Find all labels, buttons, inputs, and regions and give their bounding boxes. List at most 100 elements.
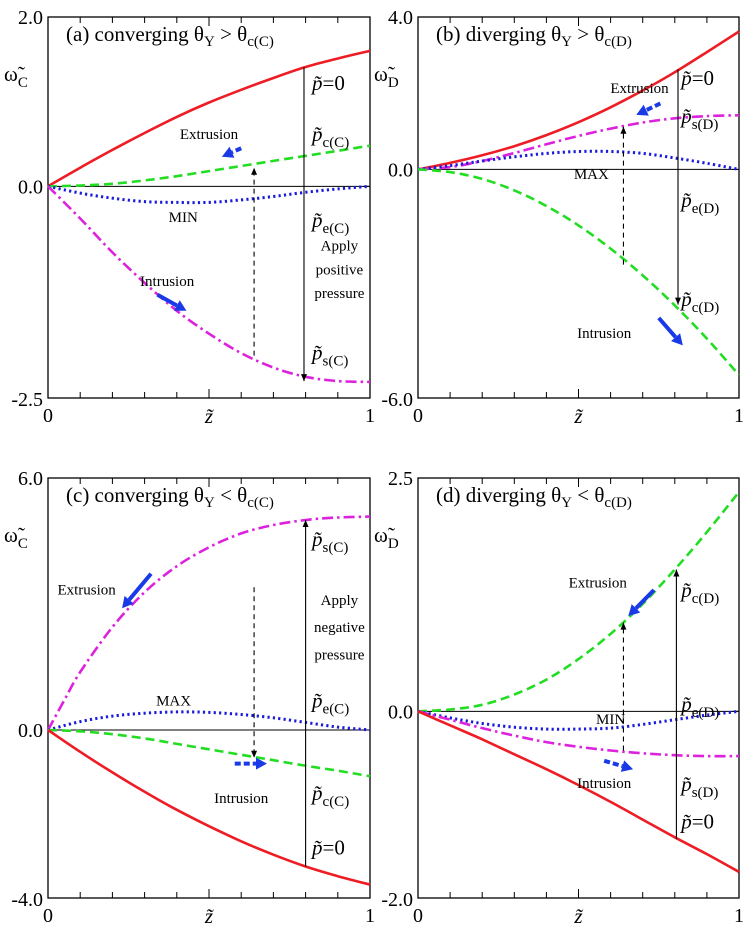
y-tick-label: 0.0 [388, 701, 413, 723]
direction-arrow-head [636, 104, 649, 116]
series-line-green [417, 491, 741, 713]
pressure-label: p̃e(C) [310, 689, 349, 718]
y-tick-label: 0.0 [18, 176, 43, 198]
pressure-label: p̃e(D) [679, 188, 719, 217]
annotation: MIN [596, 712, 625, 728]
direction-arrow [645, 101, 662, 113]
panel-title: (d) diverging θY < θc(D) [436, 483, 632, 511]
pressure-symbol: p̃ [310, 122, 323, 146]
title-theta2: θ [237, 483, 247, 507]
pressure-subscript: e(D) [692, 705, 719, 721]
pressure-symbol: p̃ [679, 188, 692, 212]
pressure-label: p̃=0 [310, 836, 345, 860]
panel-title: (b) diverging θY > θc(D) [436, 22, 632, 50]
y-tick-label: -2.0 [381, 889, 413, 911]
title-theta2-sub: c(C) [247, 495, 274, 511]
annotation: negative [314, 620, 365, 636]
pressure-subscript: e(D) [692, 201, 719, 217]
pressure-label: p̃=0 [679, 809, 714, 833]
direction-arrow-head [620, 760, 634, 772]
title-theta: θ [551, 22, 561, 46]
pressure-label: p̃s(C) [310, 527, 348, 556]
title-prefix: (d) diverging [436, 483, 551, 507]
title-theta2-sub: c(D) [604, 34, 631, 50]
arrow-head [620, 622, 627, 630]
series-line-green [417, 168, 740, 376]
y-axis-label: ω̃C [4, 523, 28, 552]
pressure-symbol: p̃ [310, 527, 323, 551]
y-tick-label: -2.5 [11, 389, 43, 411]
pressure-subscript: e(C) [323, 702, 350, 718]
pressure-symbol: p̃ [310, 71, 323, 95]
direction-arrow [603, 758, 624, 769]
series-line-magenta [46, 515, 371, 731]
series-line-green [47, 728, 371, 778]
annotation: Intrusion [577, 776, 632, 792]
pressure-label: p̃e(D) [679, 692, 719, 721]
direction-arrow-head [122, 595, 134, 609]
pressure-label: p̃c(C) [310, 781, 349, 810]
title-theta2: θ [237, 22, 247, 46]
annotation: MAX [156, 694, 191, 710]
arrow-head [251, 750, 258, 758]
title-theta-sub: Y [561, 34, 572, 50]
panel-title: (c) converging θY < θc(C) [66, 483, 274, 511]
x-tick-label: 1 [365, 405, 375, 427]
x-tick-label: 0 [43, 405, 53, 427]
annotation: Intrusion [577, 326, 632, 342]
title-theta: θ [194, 483, 204, 507]
y-axis-subscript: D [388, 536, 399, 552]
y-tick-label: 2.0 [18, 7, 43, 29]
annotation: positive [316, 262, 364, 278]
series-line-blue [47, 710, 371, 732]
pressure-subscript: s(D) [692, 785, 719, 801]
pressure-symbol: p̃ [310, 689, 323, 713]
y-tick-label: -4.0 [11, 889, 43, 911]
y-axis-label: ω̃D [374, 523, 399, 552]
pressure-symbol: p̃ [310, 781, 323, 805]
pressure-subscript: c(D) [692, 591, 719, 607]
direction-arrow-head [173, 300, 187, 311]
x-axis-label: z̃ [573, 404, 584, 428]
title-operator: > [572, 22, 594, 46]
pressure-label: p̃=0 [310, 71, 345, 95]
y-tick-label: 2.5 [388, 468, 413, 490]
series-line-blue [47, 184, 371, 205]
title-theta-sub: Y [204, 34, 215, 50]
title-operator: > [215, 22, 237, 46]
pressure-symbol: p̃ [310, 340, 323, 364]
pressure-value: =0 [323, 71, 345, 95]
direction-arrow-head [255, 757, 267, 770]
direction-arrow [156, 292, 178, 308]
title-operator: < [572, 483, 594, 507]
annotation: Intrusion [140, 274, 195, 290]
annotation: Extrusion [569, 576, 628, 592]
series-line-red [47, 49, 371, 188]
annotation: pressure [314, 647, 364, 663]
y-axis-label: ω̃D [374, 62, 399, 91]
pressure-subscript: e(C) [323, 221, 350, 237]
pressure-symbol: p̃ [679, 66, 692, 90]
annotation: Apply [321, 593, 359, 609]
arrow-head [673, 569, 680, 577]
y-tick-label: 4.0 [388, 7, 413, 29]
series-line-blue [417, 149, 740, 171]
title-theta: θ [551, 483, 561, 507]
annotation: Extrusion [610, 81, 669, 97]
pressure-label: p̃s(C) [310, 340, 348, 369]
arrow-head [300, 374, 307, 382]
y-axis-subscript: D [388, 75, 399, 91]
title-theta2: θ [594, 22, 604, 46]
direction-arrow [127, 572, 153, 602]
title-theta2-sub: c(D) [604, 495, 631, 511]
y-axis-label: ω̃C [4, 62, 28, 91]
pressure-subscript: s(C) [323, 540, 349, 556]
title-theta-sub: Y [204, 495, 215, 511]
x-tick-label: 1 [365, 905, 375, 927]
pressure-symbol: p̃ [679, 578, 692, 602]
x-tick-label: 1 [734, 905, 744, 927]
series-line-magenta [47, 185, 371, 384]
annotation: Extrusion [57, 582, 116, 598]
